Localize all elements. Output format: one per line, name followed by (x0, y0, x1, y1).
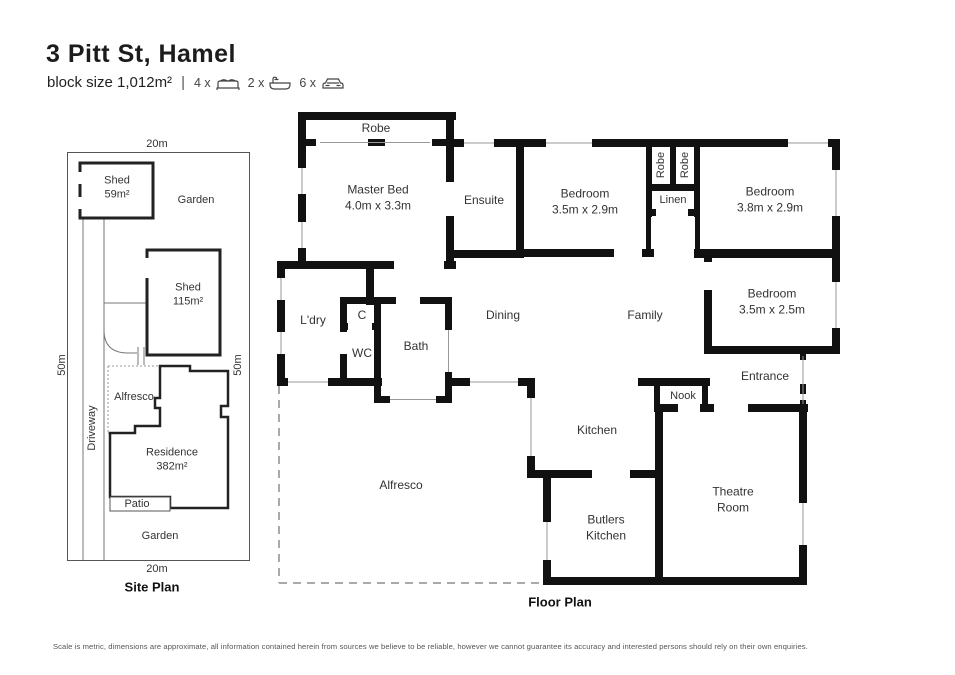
room-label-ensuite: Ensuite (463, 193, 505, 208)
page-title: 3 Pitt St, Hamel (46, 40, 236, 68)
room-label-robe-right: Robe (678, 151, 691, 179)
room-label-entrance: Entrance (740, 369, 790, 384)
site-plan-title: Site Plan (124, 579, 180, 595)
room-label-linen: Linen (659, 193, 687, 206)
room-label-nook: Nook (670, 389, 696, 402)
block-size-label: block size 1,012m² (47, 74, 173, 91)
room-label-wc: WC (352, 346, 372, 361)
baths-count: 2 x (247, 75, 265, 90)
room-label-bath: Bath (403, 339, 429, 354)
room-label-laundry: L'dry (300, 313, 326, 328)
baths-feature: 2 x (248, 75, 293, 91)
car-icon (322, 77, 344, 89)
site-dim-bottom: 20m (146, 562, 168, 575)
cars-count: 6 x (299, 75, 317, 90)
room-label-kitchen: Kitchen (576, 423, 618, 438)
site-alfresco-label: Alfresco (114, 390, 154, 403)
bed-icon (216, 78, 240, 90)
room-label-alfresco: Alfresco (379, 478, 423, 493)
room-label-family: Family (627, 308, 663, 323)
cars-feature: 6 x (299, 75, 346, 91)
garden-top-label: Garden (177, 193, 215, 206)
bath-icon (269, 76, 291, 90)
beds-count: 4 x (193, 75, 211, 90)
separator: | (181, 74, 185, 91)
patio-label: Patio (124, 497, 150, 510)
site-dim-top: 20m (146, 137, 168, 150)
room-label-cupboard: C (357, 308, 367, 323)
room-label-dining: Dining (485, 308, 521, 323)
beds-feature: 4 x (194, 75, 241, 91)
garden-bottom-label: Garden (141, 529, 179, 542)
floor-plan-title: Floor Plan (528, 594, 592, 610)
room-label-robe-top: Robe (361, 121, 391, 136)
property-summary: block size 1,012m² | 4 x 2 x 6 x (47, 74, 346, 91)
room-label-robe-left: Robe (654, 151, 667, 179)
disclaimer-text: Scale is metric, dimensions are approxim… (53, 642, 808, 651)
